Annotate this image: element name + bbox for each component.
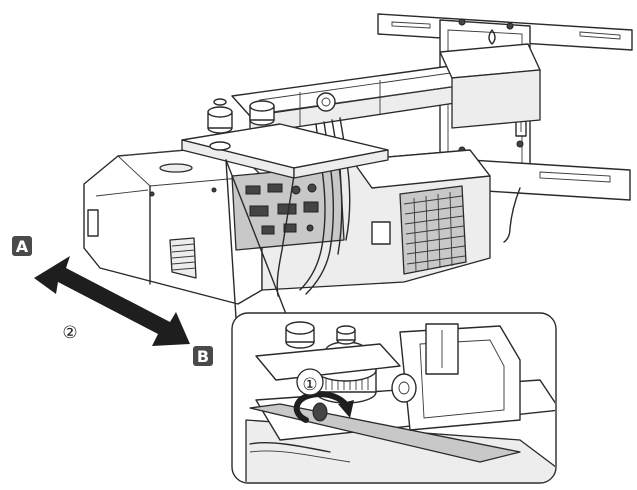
slide-direction-arrow — [34, 256, 190, 346]
rear-vent — [399, 185, 467, 275]
extension-arm — [231, 43, 541, 135]
mount-adapter — [181, 98, 389, 179]
step-2-marker: ② — [62, 323, 77, 343]
connector-panel — [231, 165, 345, 251]
zoom-leader-lines — [225, 159, 287, 319]
step-2-label: ② — [62, 323, 77, 343]
step-1-marker: ① — [296, 368, 324, 396]
step-1-label: ① — [302, 375, 317, 395]
detail-inset: ① — [231, 312, 557, 484]
direction-a-label: A — [16, 237, 29, 256]
direction-a-badge: A — [12, 236, 32, 256]
side-vent — [169, 237, 197, 279]
direction-b-label: B — [197, 347, 209, 366]
projector-body — [83, 117, 491, 305]
direction-b-badge: B — [193, 346, 213, 366]
